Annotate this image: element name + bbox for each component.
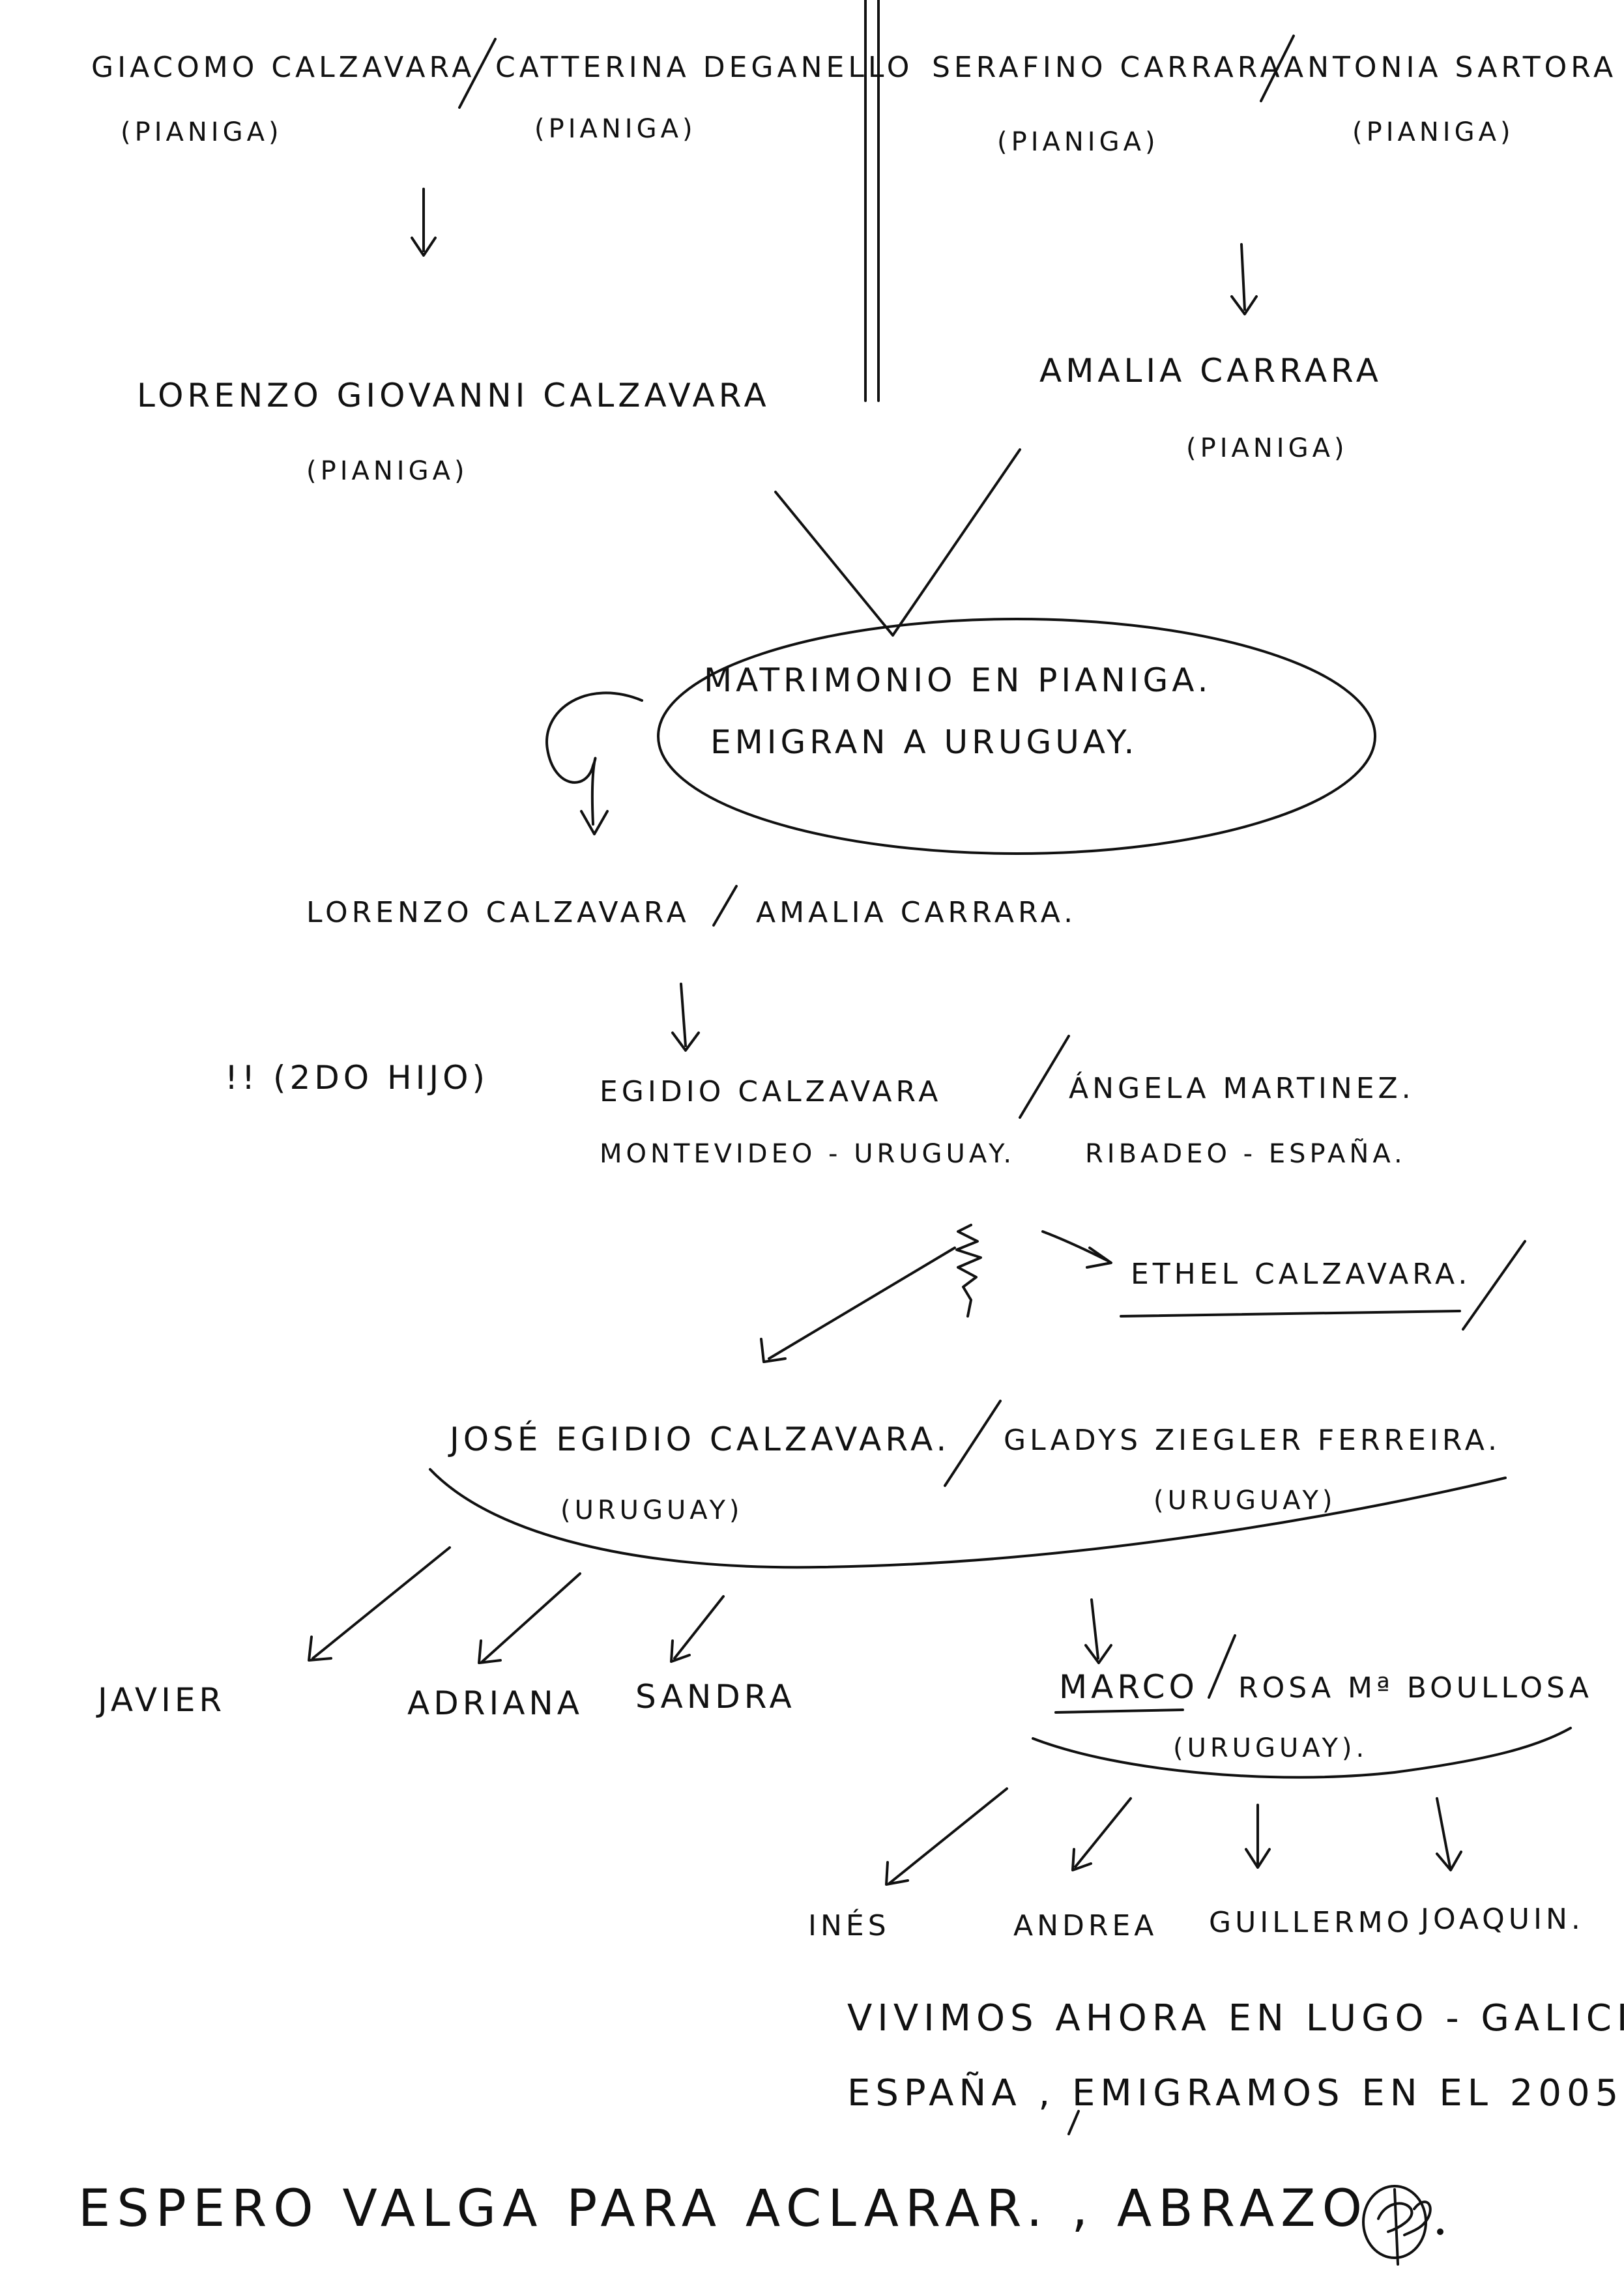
signature-mark — [1362, 2185, 1443, 2266]
rosa-name: ROSA Mª BOULLOSA — [1238, 1671, 1593, 1705]
marriage-note-line1: MATRIMONIO EN PIANIGA. — [704, 661, 1212, 699]
child-sandra: SANDRA — [635, 1678, 796, 1716]
marriage-ellipse — [657, 618, 1376, 855]
catterina-place: (PIANIGA) — [534, 114, 697, 144]
catterina-name: CATTERINA DEGANELLO — [495, 51, 914, 84]
marco-family-arc — [1032, 1727, 1572, 1779]
angela-name: ÁNGELA MARTINEZ. — [1069, 1072, 1415, 1105]
loop-arrow — [545, 691, 643, 826]
arrow-down-right-family — [1230, 243, 1258, 315]
serafino-place: (PIANIGA) — [997, 127, 1159, 157]
gladys-place: (URUGUAY) — [1153, 1486, 1337, 1516]
scribble — [955, 1224, 982, 1318]
arrow-to-jose — [768, 1247, 956, 1360]
jose-egidio-name: JOSÉ EGIDIO CALZAVARA. — [450, 1420, 951, 1458]
giacomo-place: (PIANIGA) — [121, 117, 283, 147]
amalia-name: AMALIA CARRARA — [1039, 352, 1382, 390]
child-ines: INÉS — [808, 1909, 890, 1942]
egidio-place: MONTEVIDEO - URUGUAY. — [600, 1139, 1016, 1169]
jose-egidio-place: (URUGUAY) — [560, 1495, 744, 1525]
lorenzo-giovanni-name: LORENZO GIOVANNI CALZAVARA — [137, 377, 770, 414]
residence-note-line1: VIVIMOS AHORA EN LUGO - GALICIA — [847, 1997, 1624, 2040]
child-guillermo: GUILLERMO — [1209, 1906, 1414, 1939]
residence-note-line2: ESPAÑA , EMIGRAMOS EN EL 2005. — [847, 2072, 1624, 2114]
ethel-name: ETHEL CALZAVARA. — [1131, 1258, 1472, 1291]
lorenzo-name: LORENZO CALZAVARA — [306, 896, 690, 929]
arrow-to-ethel — [1041, 1230, 1109, 1262]
angela-place: RIBADEO - ESPAÑA. — [1085, 1139, 1406, 1169]
child-joaquin: JOAQUIN. — [1421, 1903, 1584, 1936]
child-javier: JAVIER — [98, 1681, 226, 1719]
rosa-place: (URUGUAY). — [1173, 1733, 1369, 1763]
child-adriana: ADRIANA — [407, 1684, 584, 1722]
amalia-place: (PIANIGA) — [1186, 433, 1348, 463]
arrow-down-left-family — [411, 188, 437, 257]
egidio-name: EGIDIO CALZAVARA — [600, 1075, 942, 1108]
gladys-name: GLADYS ZIEGLER FERREIRA. — [1004, 1424, 1501, 1457]
giacomo-name: GIACOMO CALZAVARA — [91, 51, 476, 84]
amalia-couple-name: AMALIA CARRARA. — [756, 896, 1077, 929]
jose-family-arc — [429, 1468, 1507, 1569]
lorenzo-giovanni-place: (PIANIGA) — [306, 456, 469, 486]
marco-name: MARCO — [1059, 1668, 1198, 1706]
serafino-name: SERAFINO CARRARA — [932, 51, 1284, 84]
closing-message: ESPERO VALGA PARA ACLARAR. , ABRAZO — [78, 2180, 1369, 2238]
antonia-place: (PIANIGA) — [1352, 117, 1515, 147]
antonia-name: ANTONIA SARTORA — [1284, 51, 1617, 84]
second-child-note: !! (2do HIJO) — [225, 1059, 489, 1097]
marriage-note-line2: EMIGRAN A URUGUAY. — [710, 723, 1138, 761]
child-andrea: ANDREA — [1013, 1909, 1158, 1942]
